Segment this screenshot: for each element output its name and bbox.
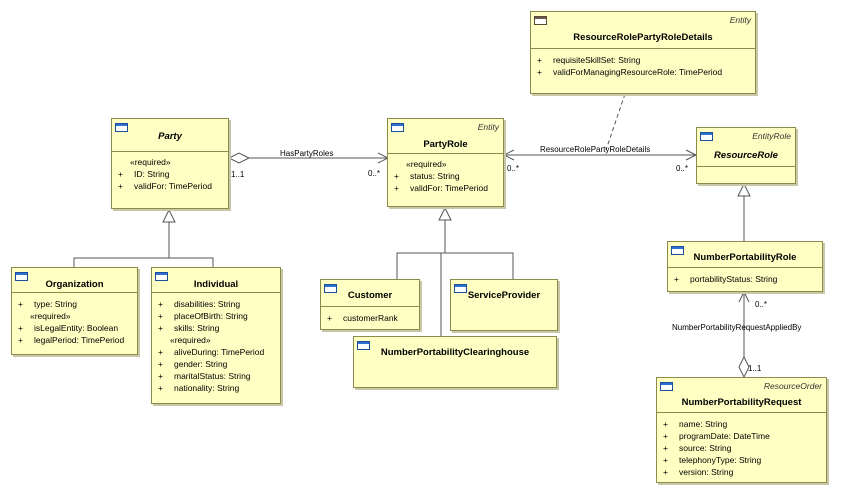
- class-icon: [671, 246, 684, 255]
- class-icon: [700, 132, 713, 141]
- has-party-roles-dst-mult: 0..*: [368, 169, 381, 178]
- attribute-row: +legalPeriod: TimePeriod: [18, 335, 125, 345]
- rrprd-link-label: ResourceRolePartyRoleDetails: [540, 145, 651, 154]
- attribute-row: +portabilityStatus: String: [674, 274, 778, 284]
- class-icon: [155, 272, 168, 281]
- attribute-row: +isLegalEntity: Boolean: [18, 323, 119, 333]
- class-icon: [357, 341, 370, 350]
- stereotype-label: Entity: [477, 122, 499, 132]
- class-organization[interactable]: Organization +type: String «required» +i…: [11, 267, 138, 355]
- attribute-row: +status: String: [394, 171, 460, 181]
- attribute-row: +requisiteSkillSet: String: [537, 55, 641, 65]
- class-party[interactable]: Party «required» +ID: String +validFor: …: [111, 118, 229, 209]
- attribute-row: +aliveDuring: TimePeriod: [158, 347, 265, 357]
- class-name: NumberPortabilityClearinghouse: [380, 347, 530, 358]
- attribute-row: +programDate: DateTime: [663, 431, 770, 441]
- class-icon: [324, 284, 337, 293]
- np-applied-label: NumberPortabilityRequestAppliedBy: [672, 323, 802, 332]
- attribute-row: +placeOfBirth: String: [158, 311, 248, 321]
- class-name: ServiceProvider: [467, 290, 541, 301]
- class-icon: [391, 123, 404, 132]
- class-icon: [454, 284, 467, 293]
- has-party-roles-label: HasPartyRoles: [280, 149, 334, 158]
- class-name: Individual: [193, 279, 239, 290]
- attribute-row: +validFor: TimePeriod: [118, 181, 212, 191]
- class-number-portability-clearinghouse[interactable]: NumberPortabilityClearinghouse: [353, 336, 557, 388]
- attribute-row: +source: String: [663, 443, 732, 453]
- class-service-provider[interactable]: ServiceProvider: [450, 279, 558, 331]
- attribute-row: +skills: String: [158, 323, 220, 333]
- class-name: ResourceRole: [714, 150, 778, 161]
- np-applied-link: [738, 290, 750, 379]
- attribute-row: +validFor: TimePeriod: [394, 183, 488, 193]
- stereotype-required: «required»: [30, 311, 71, 321]
- class-icon: [15, 272, 28, 281]
- attribute-row: +ID: String: [118, 169, 170, 179]
- partyrole-generalization: [396, 206, 514, 336]
- stereotype-required: «required»: [130, 157, 171, 167]
- has-party-roles-link: [227, 152, 390, 164]
- class-name: ResourceRolePartyRoleDetails: [573, 32, 713, 43]
- attribute-row: +nationality: String: [158, 383, 240, 393]
- stereotype-label: EntityRole: [752, 131, 791, 141]
- class-name: Party: [158, 131, 182, 142]
- stereotype-label: Entity: [729, 15, 751, 25]
- attribute-row: +version: String: [663, 467, 734, 477]
- class-number-portability-request[interactable]: ResourceOrder NumberPortabilityRequest +…: [656, 377, 827, 483]
- class-party-role[interactable]: Entity PartyRole «required» +status: Str…: [387, 118, 504, 207]
- attribute-row: +name: String: [663, 419, 728, 429]
- stereotype-required: «required»: [406, 159, 447, 169]
- class-icon: [115, 123, 128, 132]
- entity-class-icon: [534, 16, 547, 25]
- class-name: Organization: [45, 279, 104, 290]
- rrprd-src-mult: 0..*: [507, 164, 520, 173]
- class-name: NumberPortabilityRequest: [681, 397, 802, 408]
- party-generalization: [73, 208, 214, 267]
- resourcerole-generalization: [737, 182, 751, 241]
- class-icon: [660, 382, 673, 391]
- class-name: PartyRole: [423, 139, 468, 150]
- class-individual[interactable]: Individual +disabilities: String +placeO…: [151, 267, 281, 404]
- attribute-row: +validForManagingResourceRole: TimePerio…: [537, 67, 723, 77]
- stereotype-required: «required»: [170, 335, 211, 345]
- class-name: Customer: [347, 290, 393, 301]
- attribute-row: +customerRank: [327, 313, 398, 323]
- attribute-row: +telephonyType: String: [663, 455, 762, 465]
- np-applied-src-mult: 0..*: [755, 300, 768, 309]
- attribute-row: +gender: String: [158, 359, 228, 369]
- class-number-portability-role[interactable]: NumberPortabilityRole +portabilityStatus…: [667, 241, 823, 292]
- class-name: NumberPortabilityRole: [693, 252, 797, 263]
- attribute-row: +disabilities: String: [158, 299, 241, 309]
- stereotype-label: ResourceOrder: [763, 381, 822, 391]
- np-applied-dst-mult: 1..1: [748, 364, 762, 373]
- class-resource-role[interactable]: EntityRole ResourceRole: [696, 127, 796, 184]
- class-customer[interactable]: Customer +customerRank: [320, 279, 420, 330]
- attribute-row: +maritalStatus: String: [158, 371, 251, 381]
- rrprd-link: [502, 93, 698, 161]
- class-resource-role-party-role-details[interactable]: Entity ResourceRolePartyRoleDetails +req…: [530, 11, 756, 94]
- attribute-row: +type: String: [18, 299, 77, 309]
- rrprd-dst-mult: 0..*: [676, 164, 689, 173]
- has-party-roles-src-mult: 1..1: [231, 170, 245, 179]
